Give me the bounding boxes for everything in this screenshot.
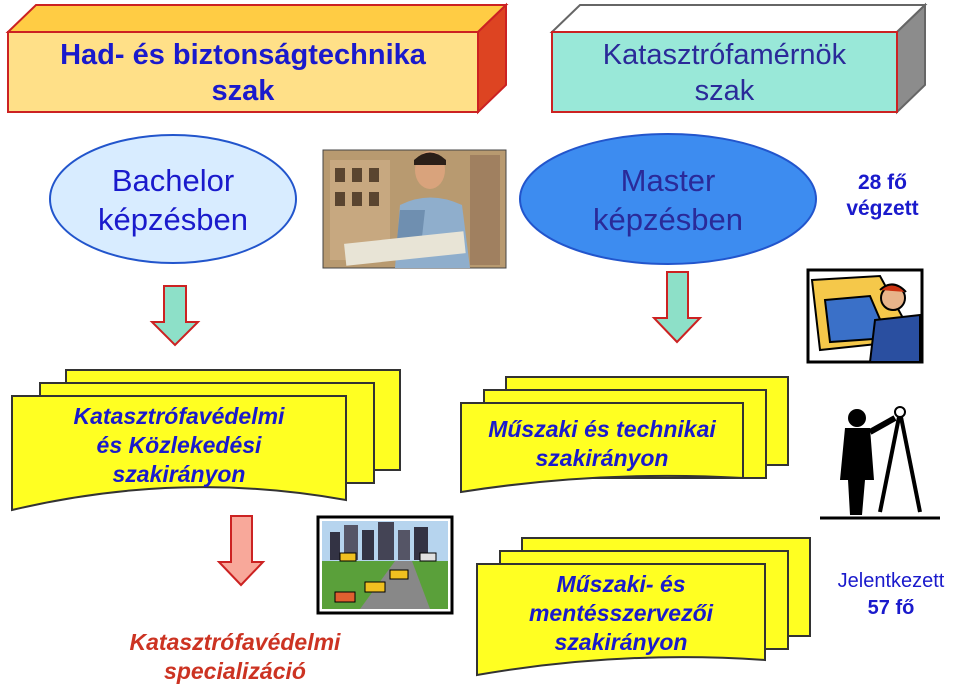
card2-line-2: szakirányon	[535, 444, 669, 471]
left-title-line-1: Had- és biztonságtechnika	[60, 39, 426, 71]
master-text: Master képzésben	[520, 162, 816, 240]
arrow-bachelor-down	[149, 285, 201, 347]
card1-line-3: szakirányon	[112, 460, 246, 487]
right-title-box	[549, 2, 928, 115]
left-title-line-2: szak	[211, 75, 275, 108]
engineer-photo	[322, 149, 507, 269]
left-title-box	[5, 2, 509, 115]
card2-line-1: Műszaki és technikai	[488, 416, 716, 442]
bachelor-ellipse	[49, 134, 297, 264]
bachelor-line-2: képzésben	[98, 201, 248, 237]
right-title-line-2: szak	[694, 75, 755, 108]
reported-count: Jelentkezett 57 fő	[822, 568, 960, 622]
graduates-label: végzett	[846, 197, 919, 221]
card3-line-1: Műszaki- és	[556, 571, 686, 597]
specialization-text: Katasztrófavédelmi specializáció	[90, 628, 380, 686]
city-traffic-clipart	[316, 515, 454, 615]
drafting-engineer-clipart	[806, 268, 924, 364]
reported-label: Jelentkezett	[837, 570, 945, 592]
card1-line-2: és Közlekedési	[96, 431, 262, 458]
graduates-number: 28 fő	[857, 171, 907, 194]
card3-line-2: mentésszervezői	[528, 599, 714, 626]
bachelor-text: Bachelor képzésben	[50, 162, 296, 240]
arrow-master-down	[651, 271, 703, 344]
right-title-text: Katasztrófamérnök szak	[552, 37, 897, 110]
master-graduates-count: 28 fő végzett	[820, 170, 945, 223]
card-stack-rescue	[476, 537, 811, 677]
reported-number: 57 fő	[867, 597, 915, 619]
master-line-2: képzésben	[593, 201, 743, 237]
card-stack-disaster-transport	[11, 369, 401, 512]
right-title-line-1: Katasztrófamérnök	[602, 39, 847, 71]
card-stack-technical	[460, 376, 789, 494]
specialization-line-1: Katasztrófavédelmi	[129, 629, 341, 655]
card-technical-text: Műszaki és technikai szakirányon	[461, 415, 743, 473]
arrow-specialization-down	[216, 515, 266, 587]
left-title-text: Had- és biztonságtechnika szak	[8, 37, 478, 110]
bachelor-line-1: Bachelor	[111, 163, 235, 198]
businessman-compass-clipart	[820, 406, 940, 520]
card1-line-1: Katasztrófavédelmi	[73, 403, 285, 429]
master-line-1: Master	[620, 163, 716, 198]
specialization-line-2: specializáció	[164, 657, 306, 684]
card-disaster-transport-text: Katasztrófavédelmi és Közlekedési szakir…	[12, 402, 346, 488]
card3-line-3: szakirányon	[554, 628, 688, 655]
master-ellipse	[519, 133, 817, 265]
card-rescue-text: Műszaki- és mentésszervezői szakirányon	[477, 570, 765, 656]
